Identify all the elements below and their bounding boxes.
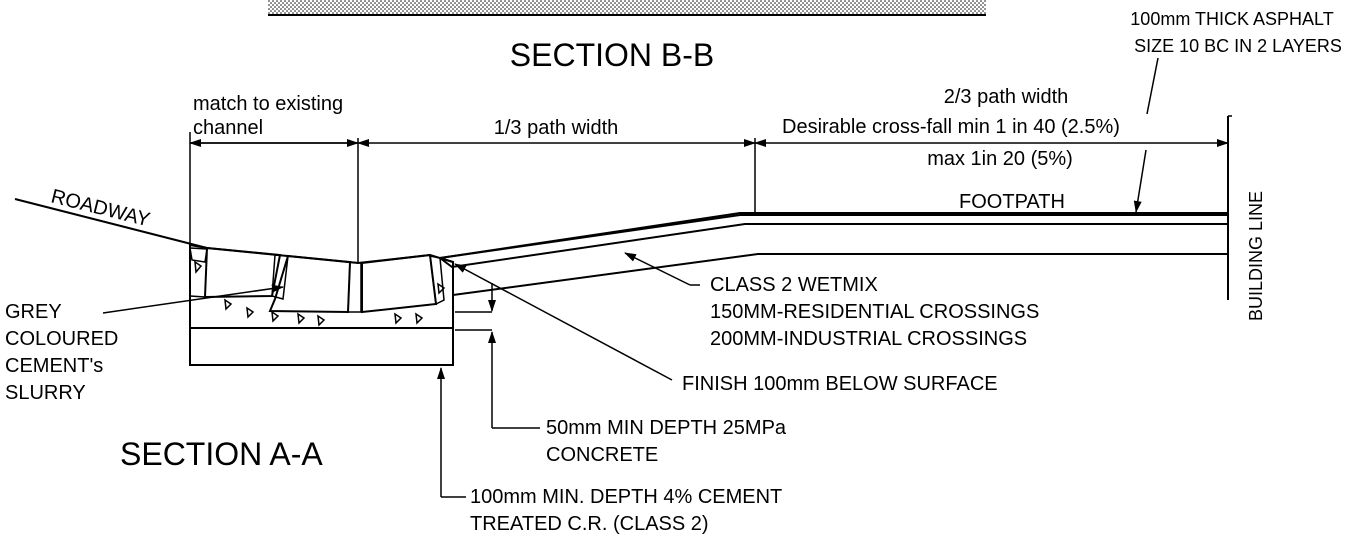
max-fall-label: max 1in 20 (5%)	[927, 148, 1073, 170]
crossfall-label: Desirable cross-fall min 1 in 40 (2.5%)	[782, 116, 1120, 138]
slurry-joint-2	[347, 261, 362, 313]
wetmix-note-line1: CLASS 2 WETMIX	[710, 274, 878, 296]
roadway-line	[14, 198, 208, 249]
section-bb-title: SECTION B-B	[510, 37, 714, 73]
channel-block-3	[361, 253, 438, 314]
cement-note-line2: TREATED C.R. (CLASS 2)	[470, 513, 709, 535]
one-third-width-label: 1/3 path width	[494, 117, 619, 139]
aggregate-symbols	[194, 260, 446, 327]
asphalt-leader	[1133, 149, 1147, 213]
section-aa-title: SECTION A-A	[120, 436, 323, 472]
asphalt-leader-top	[1146, 57, 1159, 115]
cement-note-line1: 100mm MIN. DEPTH 4% CEMENT	[470, 486, 782, 508]
asphalt-layer	[437, 212, 1229, 269]
slurry-note-line2: COLOURED	[5, 328, 118, 350]
match-existing-label: match to existing	[193, 93, 343, 115]
cement-treated-subbase	[189, 327, 454, 366]
wetmix-note-line2: 150MM-RESIDENTIAL CROSSINGS	[710, 301, 1039, 323]
slurry-leader	[102, 284, 284, 314]
dimension-lines	[189, 115, 1232, 300]
finish-note: FINISH 100mm BELOW SURFACE	[682, 373, 998, 395]
two-third-width-label: 2/3 path width	[944, 86, 1069, 108]
slurry-joint-1	[271, 254, 289, 300]
roadway-label: ROADWAY	[49, 186, 152, 232]
asphalt-note-line2: SIZE 10 BC IN 2 LAYERS	[1134, 36, 1342, 56]
slurry-note-line3: CEMENT's	[5, 355, 103, 377]
slurry-note-line1: GREY	[5, 301, 62, 323]
channel-label: channel	[193, 117, 263, 139]
slurry-joint-3	[429, 255, 445, 306]
footpath-label: FOOTPATH	[959, 191, 1065, 213]
asphalt-note-line1: 100mm THICK ASPHALT	[1130, 9, 1333, 29]
wetmix-note-line3: 200MM-INDUSTRIAL CROSSINGS	[710, 328, 1027, 350]
building-line-label: BUILDING LINE	[1246, 191, 1266, 321]
concrete-note-line1: 50mm MIN DEPTH 25MPa	[546, 417, 787, 439]
channel-block-2	[268, 254, 352, 314]
slurry-note-line4: SLURRY	[5, 382, 86, 404]
section-bb-strip	[268, 0, 986, 14]
concrete-note-line2: CONCRETE	[546, 444, 658, 466]
finish-leader	[454, 263, 673, 381]
wetmix-leader	[624, 252, 691, 286]
